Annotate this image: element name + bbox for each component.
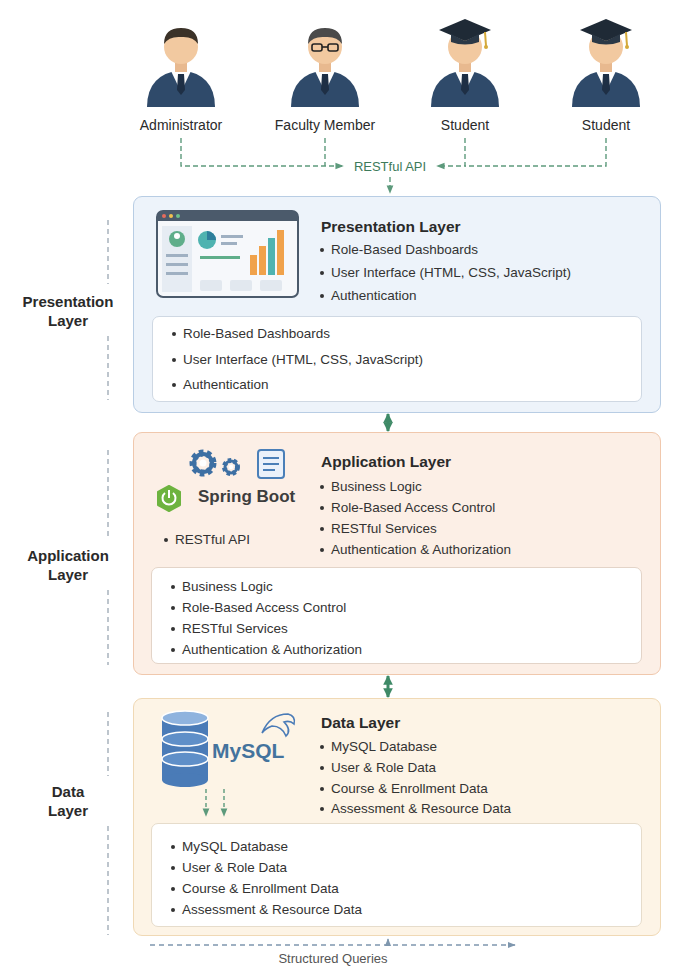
- database-arrows: [206, 789, 224, 816]
- layer-connector: [387, 676, 390, 697]
- bullet-text: Role-Based Dashboards: [183, 325, 330, 342]
- bullet-dot: [320, 807, 324, 811]
- bullet-dot: [320, 787, 324, 791]
- user-label: Student: [441, 116, 489, 134]
- bullet-dot: [164, 538, 168, 542]
- bullet-text: Role-Based Access Control: [331, 499, 495, 516]
- layer-connector: [387, 414, 390, 431]
- bullet-dot: [171, 866, 175, 870]
- bullet-dot: [172, 358, 176, 362]
- layer-detail-box: MySQL DatabaseUser & Role DataCourse & E…: [151, 823, 642, 927]
- bullet-dot: [320, 248, 324, 252]
- bullet-text: Authentication: [331, 287, 417, 304]
- bullet-dot: [171, 908, 175, 912]
- bullet-text: MySQL Database: [182, 838, 288, 855]
- layer-heading: Presentation Layer: [321, 217, 461, 236]
- bullet-dot: [320, 527, 324, 531]
- bullet-dot: [320, 745, 324, 749]
- queries-label: Structured Queries: [278, 950, 387, 968]
- bullet-text: User Interface (HTML, CSS, JavaScript): [331, 264, 571, 281]
- bullet-text: Business Logic: [182, 578, 273, 595]
- bullet-dot: [171, 887, 175, 891]
- dashboard-illustration: [157, 211, 298, 297]
- layer-panel: Data LayerMySQL DatabaseUser & Role Data…: [133, 698, 661, 936]
- layer-side-label: Data Layer: [40, 782, 96, 820]
- administrator-icon: [147, 28, 215, 107]
- bullet-dot: [171, 845, 175, 849]
- bullet-dot: [320, 766, 324, 770]
- spring-boot-logo: [158, 486, 180, 511]
- bullet-text: MySQL Database: [331, 738, 437, 755]
- logo-text: MySQL: [212, 739, 284, 763]
- bullet-dot: [171, 606, 175, 610]
- bullet-text: RESTful API: [175, 531, 250, 548]
- bullet-text: User & Role Data: [331, 759, 436, 776]
- bullet-text: Business Logic: [331, 478, 422, 495]
- bullet-text: Authentication & Authorization: [182, 641, 362, 658]
- bullet-text: Course & Enrollment Data: [182, 880, 339, 897]
- user-label: Faculty Member: [275, 116, 375, 134]
- bullet-dot: [172, 332, 176, 336]
- bullet-dot: [320, 548, 324, 552]
- bullet-text: Assessment & Resource Data: [182, 901, 362, 918]
- bullet-text: Course & Enrollment Data: [331, 780, 488, 797]
- user-label: Student: [582, 116, 630, 134]
- layer-side-label: Application Layer: [12, 546, 124, 584]
- bullet-dot: [172, 383, 176, 387]
- bullet-dot: [171, 648, 175, 652]
- layer-heading: Application Layer: [321, 452, 451, 471]
- bullet-text: Assessment & Resource Data: [331, 800, 511, 817]
- bullet-dot: [320, 294, 324, 298]
- faculty-icon: [291, 28, 359, 107]
- bullet-text: RESTful Services: [182, 620, 288, 637]
- structured-queries-line: [150, 939, 515, 945]
- bullet-dot: [320, 506, 324, 510]
- bullet-text: User Interface (HTML, CSS, JavaScript): [183, 351, 423, 368]
- bullet-dot: [171, 627, 175, 631]
- logo-text: Spring Boot: [198, 487, 295, 507]
- layer-detail-box: Role-Based DashboardsUser Interface (HTM…: [152, 316, 642, 402]
- bullet-dot: [320, 271, 324, 275]
- layer-side-lines: [107, 220, 108, 935]
- gears-icon: [193, 450, 284, 478]
- layer-heading: Data Layer: [321, 713, 400, 732]
- bullet-text: User & Role Data: [182, 859, 287, 876]
- layer-detail-box: Business LogicRole-Based Access ControlR…: [151, 567, 642, 664]
- bullet-text: Authentication & Authorization: [331, 541, 511, 558]
- database-icon: [162, 711, 208, 787]
- api-label: RESTful API: [351, 158, 429, 176]
- bullet-text: Role-Based Dashboards: [331, 241, 478, 258]
- user-connectors: [181, 138, 606, 193]
- student-icon: [572, 19, 640, 107]
- student-icon: [431, 19, 499, 107]
- mysql-dolphin: [262, 714, 294, 736]
- bullet-dot: [320, 485, 324, 489]
- layer-side-label: Presentation Layer: [12, 292, 124, 330]
- bullet-text: Role-Based Access Control: [182, 599, 346, 616]
- user-label: Administrator: [140, 116, 222, 134]
- bullet-text: RESTful Services: [331, 520, 437, 537]
- bullet-dot: [171, 585, 175, 589]
- bullet-text: Authentication: [183, 376, 269, 393]
